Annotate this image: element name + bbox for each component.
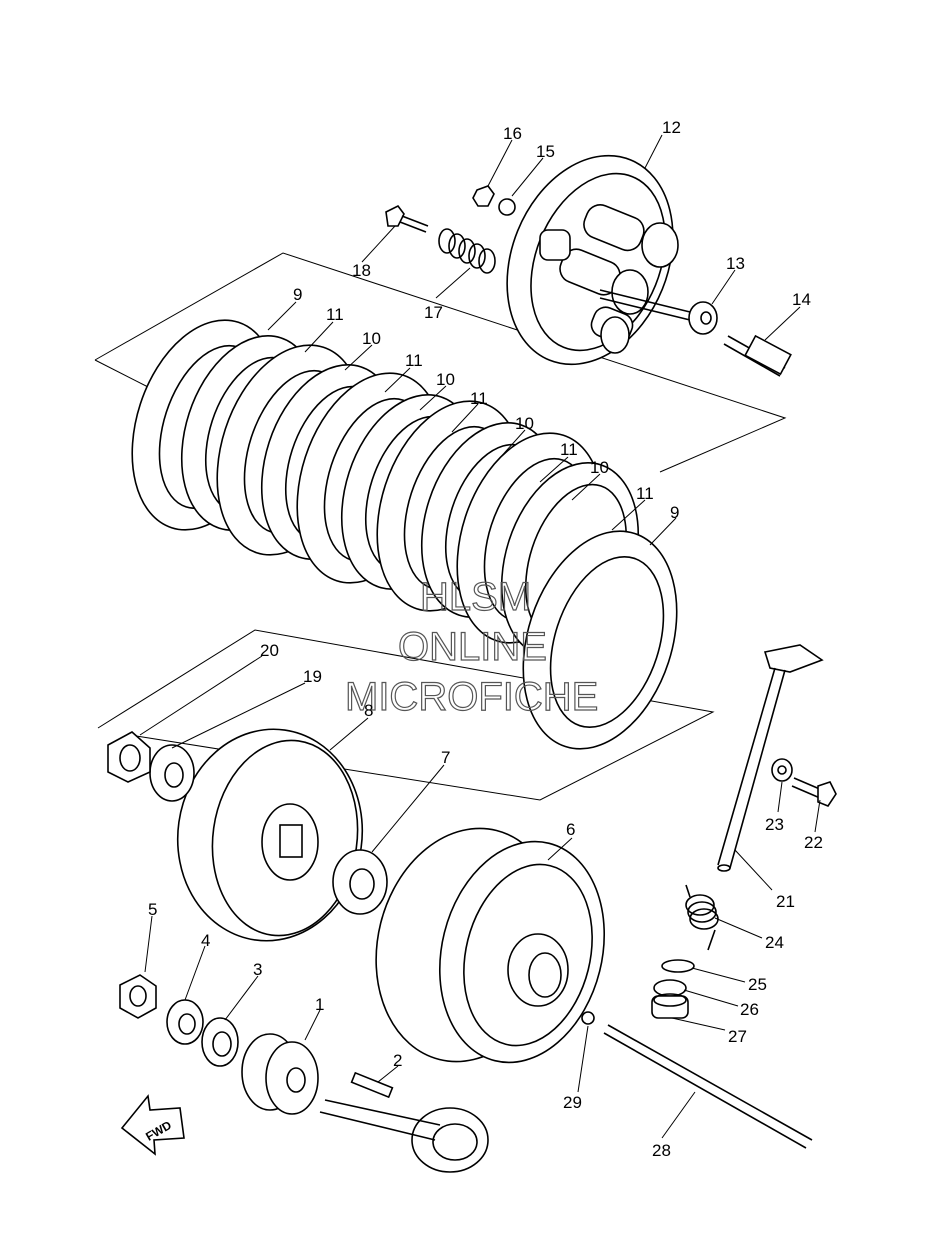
watermark-line1: HLSM (420, 575, 531, 619)
callout-17: 17 (424, 303, 443, 322)
callout-9-top: 9 (293, 285, 302, 304)
callout-11-d: 11 (560, 440, 578, 459)
callout-4: 4 (201, 931, 210, 950)
callout-22: 22 (804, 833, 823, 852)
clutch-spring (438, 228, 496, 274)
clutch-nut (107, 731, 151, 783)
watermark-line3: MICROFICHE (345, 675, 598, 719)
pressure-plate (506, 154, 691, 366)
callout-24: 24 (765, 933, 784, 952)
lock-washer-4 (166, 999, 204, 1045)
callout-labels: 1 2 3 4 5 6 7 8 9 9 10 10 10 10 11 11 11… (148, 118, 823, 1160)
bolt-22 (791, 777, 837, 807)
callout-11-b: 11 (405, 351, 423, 370)
nut (472, 185, 495, 207)
callout-18: 18 (352, 261, 371, 280)
bolt (385, 204, 429, 233)
clutch-plate-stack (131, 319, 678, 750)
watermark: HLSM ONLINE MICROFICHE (344, 574, 599, 719)
callout-11-e: 11 (636, 484, 654, 503)
callout-7: 7 (441, 748, 450, 767)
callout-29: 29 (563, 1093, 582, 1112)
callout-10-d: 10 (590, 458, 609, 477)
callout-3: 3 (253, 960, 262, 979)
fwd-arrow: FWD (120, 1094, 185, 1156)
callout-9-bottom: 9 (670, 503, 679, 522)
push-rod-long (603, 1024, 813, 1149)
lower-frame (97, 629, 715, 801)
key (350, 1071, 394, 1099)
callout-6: 6 (566, 820, 575, 839)
frame-line (94, 359, 151, 389)
clutch-housing (375, 827, 606, 1064)
thrust-plate (332, 849, 388, 915)
callout-2: 2 (393, 1051, 402, 1070)
primary-driven-gear (176, 728, 364, 942)
callout-13: 13 (726, 254, 745, 273)
leader-lines (139, 134, 821, 1139)
callout-25: 25 (748, 975, 767, 994)
callout-11-a: 11 (326, 305, 344, 324)
washer-25 (661, 959, 695, 973)
primary-drive-gear (241, 1033, 319, 1115)
ball (581, 1011, 595, 1025)
callout-14: 14 (792, 290, 811, 309)
callout-10-b: 10 (436, 370, 455, 389)
callout-12: 12 (662, 118, 681, 137)
callout-11-c: 11 (470, 389, 488, 408)
watermark-line2: ONLINE (398, 625, 547, 669)
callout-21: 21 (776, 892, 795, 911)
callout-26: 26 (740, 1000, 759, 1019)
washer (498, 198, 516, 216)
callout-16: 16 (503, 124, 522, 143)
callout-23: 23 (765, 815, 784, 834)
return-spring (685, 884, 719, 951)
callout-27: 27 (728, 1027, 747, 1046)
callout-15: 15 (536, 142, 555, 161)
push-rod-short (723, 334, 792, 377)
callout-1: 1 (315, 995, 324, 1014)
callout-19: 19 (303, 667, 322, 686)
washer-3 (201, 1017, 239, 1067)
callout-10-a: 10 (362, 329, 381, 348)
nut-5 (119, 974, 157, 1019)
callout-10-c: 10 (515, 414, 534, 433)
bearing (688, 301, 718, 335)
crankshaft-end (319, 1099, 489, 1173)
callout-5: 5 (148, 900, 157, 919)
lock-washer (149, 744, 195, 802)
callout-20: 20 (260, 641, 279, 660)
washer-23 (771, 758, 793, 782)
callout-28: 28 (652, 1141, 671, 1160)
bearing-27 (651, 993, 689, 1019)
callout-8: 8 (364, 701, 373, 720)
push-lever-shaft (717, 644, 824, 872)
